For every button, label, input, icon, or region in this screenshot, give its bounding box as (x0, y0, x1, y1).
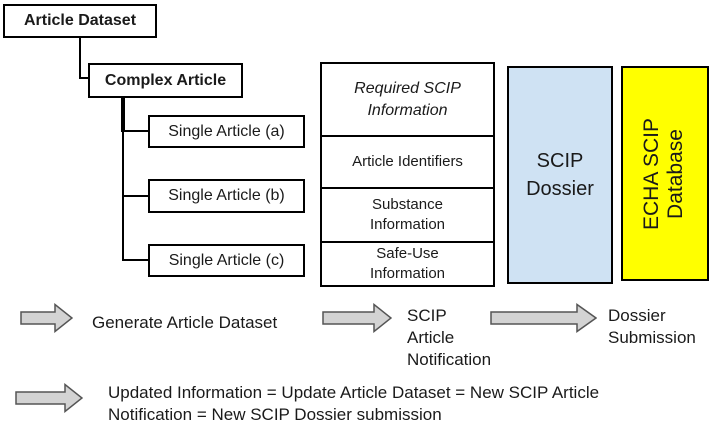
table-cell-line: Article Identifiers (352, 153, 463, 170)
flow-step-label-scip-article-notification: SCIP Article Notification (407, 305, 491, 371)
update-cycle-note: Updated Information = Update Article Dat… (108, 382, 599, 426)
flow-step-label-dossier-submission: Dossier Submission (608, 305, 696, 349)
update-note-line: Updated Information = Update Article Dat… (108, 383, 600, 402)
echa-database-label-line: Database (664, 128, 688, 219)
echa-database-label-line: ECHA SCIP (640, 117, 664, 230)
single-article-c-box: Single Article (c) (148, 244, 305, 277)
scip-dossier-label-line: SCIP (536, 150, 584, 172)
single-article-b-box: Single Article (b) (148, 179, 305, 213)
flow-arrow-icon (20, 303, 73, 333)
table-header-row: Required SCIP Information (322, 64, 493, 135)
echa-scip-database-label: ECHA SCIP Database (640, 117, 690, 229)
tree-branch-line-c (124, 259, 150, 261)
echa-scip-database-box: ECHA SCIP Database (621, 66, 709, 281)
flow-arrow-icon (322, 303, 392, 333)
article-dataset-label: Article Dataset (23, 12, 137, 29)
tree-branch-line-a (124, 130, 150, 132)
update-note-line: Notification = New SCIP Dossier submissi… (108, 405, 442, 424)
single-article-c-label: Single Article (c) (168, 251, 285, 269)
complex-article-label: Complex Article (104, 71, 227, 89)
table-cell-line: Substance (372, 196, 443, 213)
tree-connector-line (121, 96, 125, 132)
table-row: Article Identifiers (322, 135, 493, 187)
update-cycle-arrow-icon (15, 383, 83, 413)
table-cell-line: Information (369, 265, 446, 282)
scip-dossier-box: SCIP Dossier (507, 66, 613, 284)
required-scip-info-table: Required SCIP Information Article Identi… (320, 62, 495, 287)
tree-branch-line-b (124, 195, 150, 197)
block-arrow-shape (15, 383, 83, 413)
complex-article-box: Complex Article (88, 63, 243, 98)
table-row: Safe-Use Information (322, 241, 493, 285)
table-header-line: Information (367, 101, 448, 119)
tree-connector-line (79, 37, 81, 78)
single-article-a-label: Single Article (a) (168, 122, 285, 140)
tree-connector-line (79, 77, 90, 79)
single-article-b-label: Single Article (b) (168, 187, 285, 204)
article-dataset-box: Article Dataset (3, 4, 157, 38)
block-arrow-shape (490, 303, 597, 333)
flow-step-label-generate-dataset: Generate Article Dataset (92, 313, 277, 333)
flow-label-line: Article (407, 328, 455, 347)
single-article-a-box: Single Article (a) (148, 115, 305, 148)
table-cell-line: Information (369, 216, 446, 233)
flow-label-line: Notification (407, 350, 492, 369)
flow-label-line: Submission (608, 328, 696, 347)
flow-label-line: Generate Article Dataset (92, 313, 278, 332)
table-cell-line: Safe-Use (376, 245, 439, 262)
flow-label-line: SCIP (407, 306, 447, 325)
table-row: Substance Information (322, 187, 493, 241)
block-arrow-shape (322, 303, 392, 333)
table-header-line: Required SCIP (354, 79, 461, 97)
flow-label-line: Dossier (608, 306, 666, 325)
block-arrow-shape (20, 303, 73, 333)
scip-dossier-label-line: Dossier (526, 178, 594, 200)
tree-connector-line (122, 130, 124, 261)
flow-arrow-icon (490, 303, 597, 333)
